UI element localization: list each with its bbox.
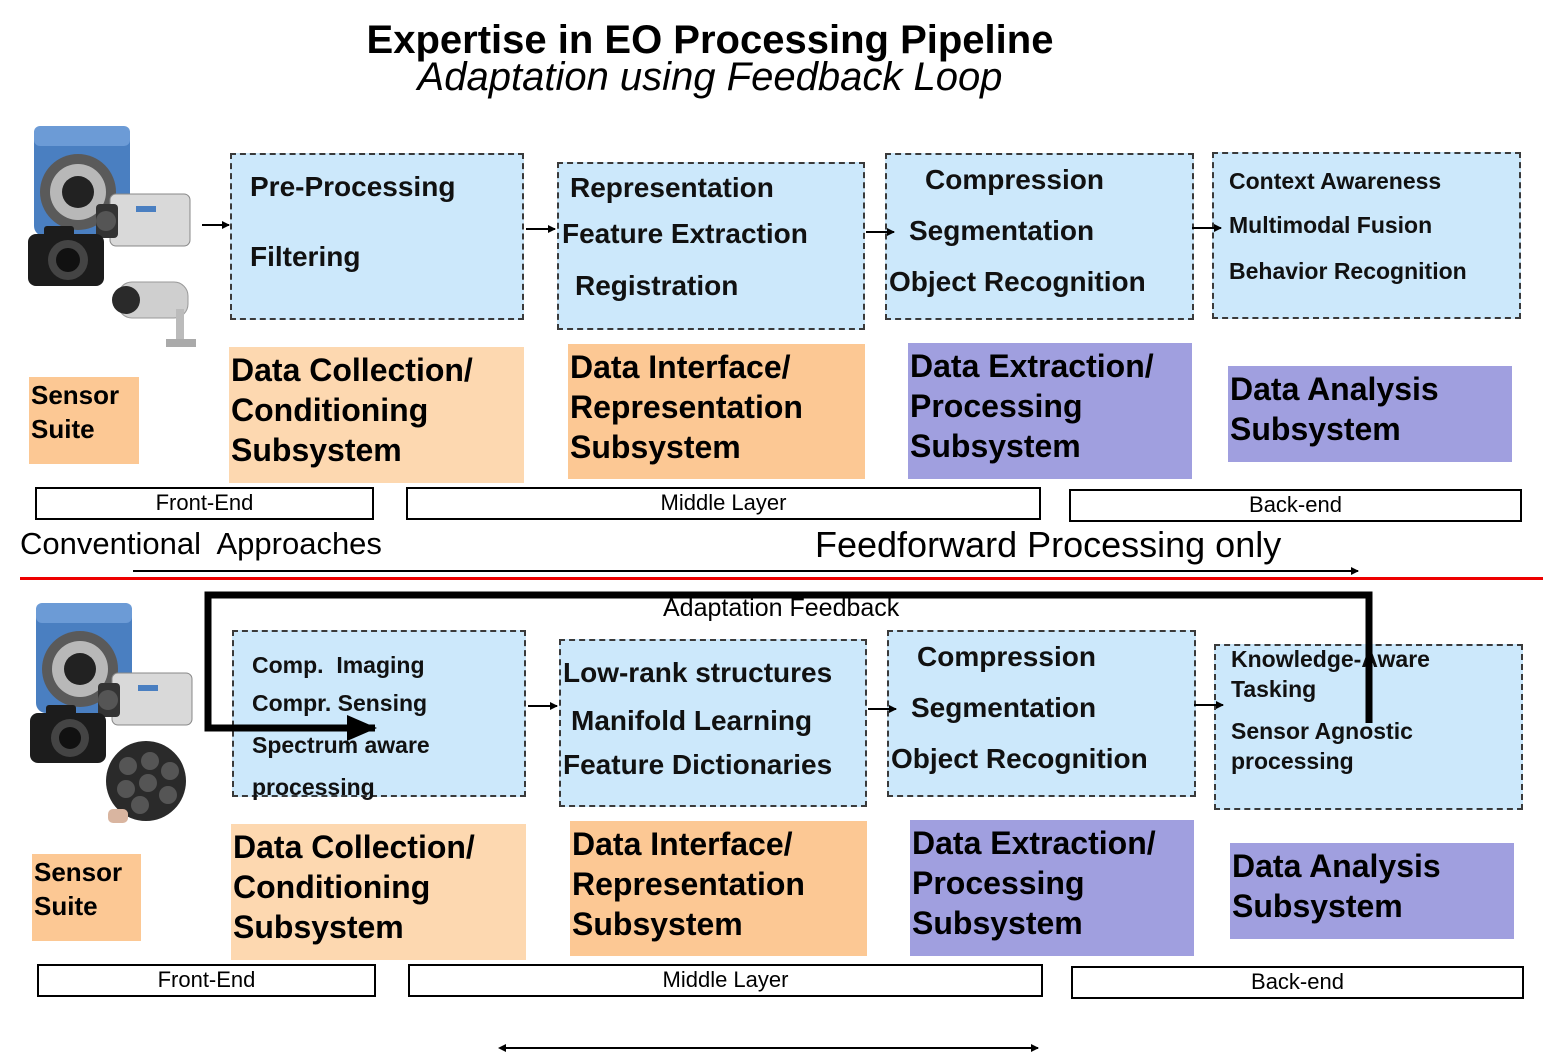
box-line: Multimodal Fusion [1229,212,1433,238]
subsystem-line: Data Collection/ [233,829,475,865]
box-line: Object Recognition [889,266,1146,297]
slide-subtitle: Adaptation using Feedback Loop [417,55,1003,99]
bottom-box-compression: Compression Segmentation Object Recognit… [887,630,1196,797]
box-line: Behavior Recognition [1229,258,1467,284]
box-line: Pre-Processing [250,171,456,202]
subsystem-line: Processing [912,865,1085,901]
bullet-camera-icon [112,281,196,347]
subsystem-line: Subsystem [910,428,1081,464]
subsystem-data-extraction: Data Extraction/ Processing Subsystem [908,343,1192,479]
box-camera-icon [96,193,191,247]
box-line: Feature Dictionaries [563,749,833,780]
box-line: Segmentation [911,692,1097,723]
conventional-approaches-label: Conventional Approaches [20,526,382,561]
subsystem-line: Data Collection/ [231,352,473,388]
box-line: processing [1231,748,1354,774]
layer-back-end: Back-end [1069,489,1522,522]
layer-middle: Middle Layer [408,964,1043,997]
subsystem-line: Data Interface/ [572,826,793,862]
subsystem-line: Data Extraction/ [912,825,1156,861]
top-box-context: Context Awareness Multimodal Fusion Beha… [1212,152,1521,319]
sensor-line: Suite [34,891,98,921]
subsystem-line: Conditioning [231,392,429,428]
subsystem-line: Representation [570,389,803,425]
layer-middle: Middle Layer [406,487,1041,520]
section-divider [20,577,1543,580]
box-line: Knowledge-Aware [1231,646,1430,672]
sensor-suite-label: Sensor Suite [29,377,139,464]
subsystem-line: Subsystem [1232,888,1403,924]
subsystem-data-analysis: Data Analysis Subsystem [1230,843,1514,939]
box-line: Low-rank structures [563,657,833,688]
bottom-box-comp-imaging: Comp. Imaging Compr. Sensing Spectrum aw… [232,630,526,800]
box-line: Registration [575,270,739,301]
dslr-camera-icon [28,226,104,286]
box-line: Compression [925,164,1104,195]
subsystem-line: Subsystem [912,905,1083,941]
layer-back-end: Back-end [1071,966,1524,999]
subsystem-line: Representation [572,866,805,902]
surveillance-camera-icon [34,126,130,246]
subsystem-data-collection: Data Collection/ Conditioning Subsystem [229,347,524,483]
subsystem-line: Data Analysis [1230,371,1439,407]
dslr-camera-icon [30,705,106,763]
layer-front-end: Front-End [37,964,376,997]
top-box-compression: Compression Segmentation Object Recognit… [885,153,1194,320]
box-line: Object Recognition [891,743,1148,774]
top-box-representation: Representation Feature Extraction Regist… [557,162,865,330]
subsystem-line: Subsystem [231,432,402,468]
top-box-preprocessing: Pre-Processing Filtering [230,153,524,320]
box-camera-icon [98,672,193,726]
subsystem-data-interface: Data Interface/ Representation Subsystem [570,821,867,956]
box-line: Comp. Imaging [252,652,425,678]
subsystem-data-analysis: Data Analysis Subsystem [1228,366,1512,462]
camera-array-icon [106,741,186,823]
sensor-cameras-bottom [30,603,193,823]
sensor-line: Sensor [31,380,120,410]
sensor-cameras-top [28,126,196,347]
subsystem-line: Subsystem [233,909,404,945]
subsystem-line: Subsystem [570,429,741,465]
subsystem-data-collection: Data Collection/ Conditioning Subsystem [231,824,526,960]
feedback-loop-arrow-icon [204,591,1373,741]
box-line: Compr. Sensing [252,690,428,716]
subsystem-line: Data Extraction/ [910,348,1154,384]
box-line: Feature Extraction [562,218,808,249]
subsystem-data-interface: Data Interface/ Representation Subsystem [568,344,865,479]
box-line: Spectrum aware [252,732,430,758]
subsystem-line: Data Interface/ [570,349,791,385]
box-line: Tasking [1231,676,1317,702]
box-line: Sensor Agnostic [1231,718,1413,744]
sensor-suite-label: Sensor Suite [32,854,141,941]
subsystem-data-extraction: Data Extraction/ Processing Subsystem [910,820,1194,956]
box-line: Segmentation [909,215,1095,246]
subsystem-line: Subsystem [572,906,743,942]
feedforward-label: Feedforward Processing only [815,524,1282,565]
subsystem-line: Processing [910,388,1083,424]
box-line: Representation [570,172,774,203]
bottom-box-low-rank: Low-rank structures Manifold Learning Fe… [559,639,867,807]
box-line: Manifold Learning [571,705,813,736]
subsystem-line: Data Analysis [1232,848,1441,884]
box-line: Compression [917,641,1096,672]
box-line: processing [252,774,375,800]
subsystem-line: Conditioning [233,869,431,905]
slide-title: Expertise in EO Processing Pipeline [366,18,1054,62]
layer-front-end: Front-End [35,487,374,520]
sensor-line: Suite [31,414,95,444]
sensor-line: Sensor [34,857,123,887]
box-line: Context Awareness [1229,168,1442,194]
subsystem-line: Subsystem [1230,411,1401,447]
box-line: Filtering [250,241,361,272]
adaptation-feedback-label: Adaptation Feedback [663,594,900,622]
